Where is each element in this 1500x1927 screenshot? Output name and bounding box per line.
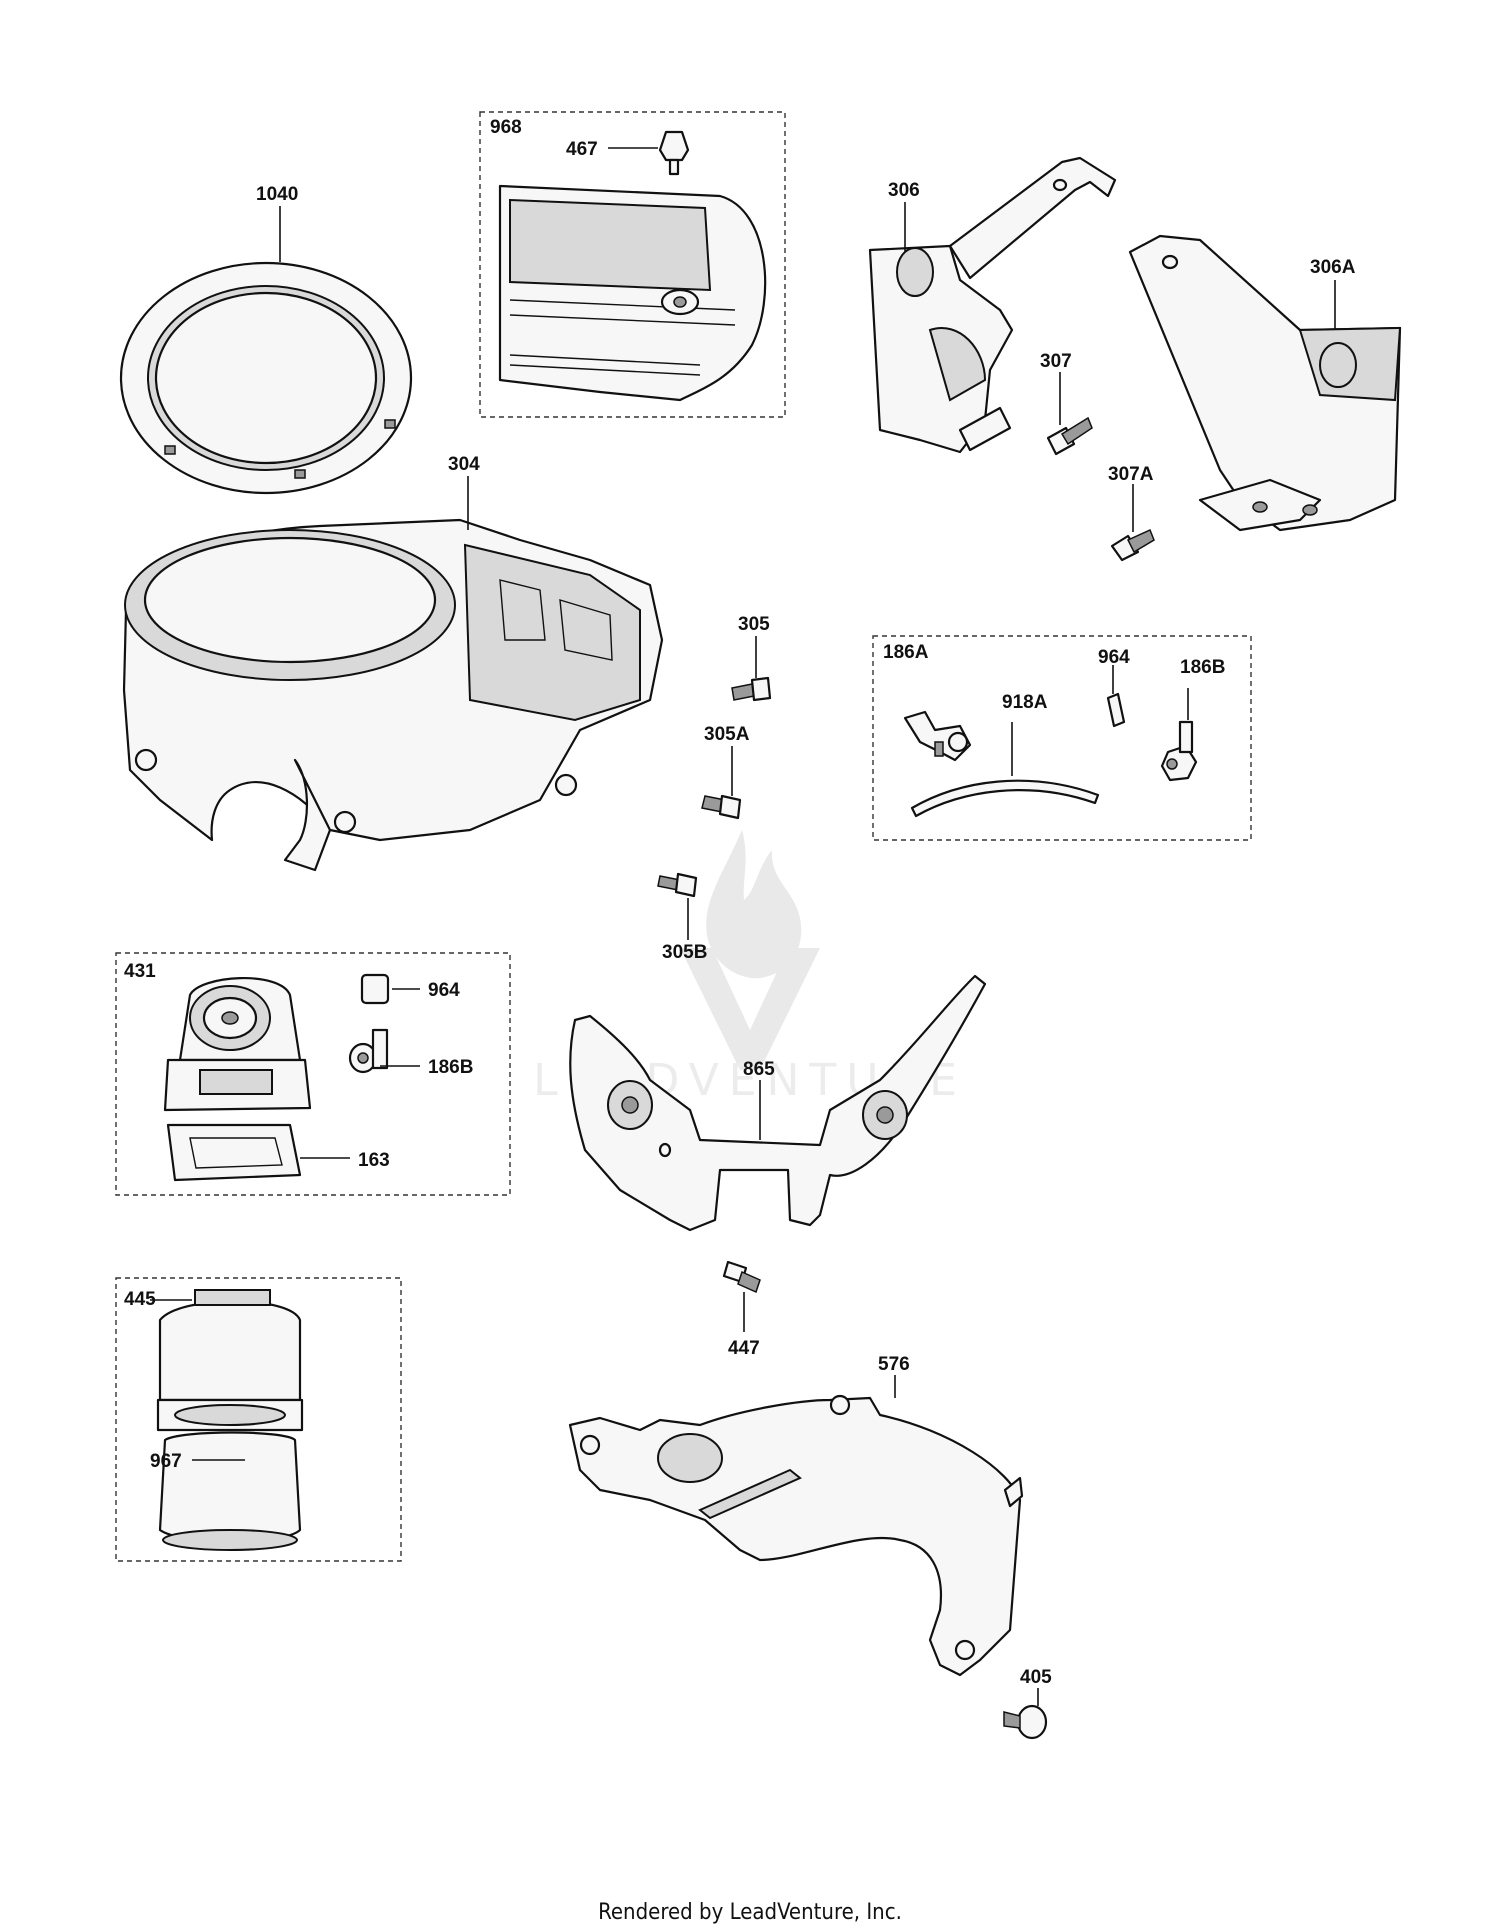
callout-964-top: 964 [1098, 647, 1130, 668]
part-306A-baffle [1128, 234, 1402, 532]
part-445-filter-cartridge [156, 1289, 304, 1432]
callout-307A: 307A [1108, 464, 1154, 485]
part-186A-fitting [903, 710, 972, 762]
callout-918A: 918A [1002, 692, 1048, 713]
part-304-blower-housing [122, 518, 664, 872]
part-447-screw [722, 1260, 761, 1294]
callout-306: 306 [888, 180, 920, 201]
footer: Rendered by LeadVenture, Inc. [0, 1900, 1500, 1925]
part-186B-top-fitting [1160, 720, 1198, 782]
callout-1040: 1040 [256, 184, 298, 205]
callout-576: 576 [878, 1354, 910, 1375]
part-576-plate [568, 1394, 1024, 1677]
part-186B-box-fitting [348, 1028, 389, 1074]
callout-307: 307 [1040, 351, 1072, 372]
group-box-186A [872, 635, 1252, 841]
callout-186B-box: 186B [428, 1057, 473, 1078]
callout-445: 445 [124, 1289, 156, 1310]
part-431-air-base [163, 977, 312, 1112]
part-306-baffle [868, 156, 1117, 454]
leader-lines [150, 147, 1336, 1706]
callout-431: 431 [124, 961, 156, 982]
callout-467: 467 [566, 139, 598, 160]
callout-186A: 186A [883, 642, 929, 663]
callout-304: 304 [448, 454, 480, 475]
part-305A-screw [701, 794, 742, 820]
part-163-gasket [166, 1123, 302, 1182]
part-968-cover [498, 184, 767, 402]
footer-credit: Rendered by LeadVenture, Inc. [598, 1900, 902, 1925]
group-box-431 [115, 952, 511, 1196]
part-307-screw [1046, 416, 1093, 456]
callout-968: 968 [490, 117, 522, 138]
part-307A-screw [1110, 528, 1155, 562]
callout-186B-top: 186B [1180, 657, 1225, 678]
callout-964-box: 964 [428, 980, 460, 1001]
part-467-rivet [658, 130, 690, 176]
callout-967: 967 [150, 1451, 182, 1472]
callout-labels: 1040 968 467 306 306A 307 307A 304 305 3… [124, 117, 1356, 1688]
callout-447: 447 [728, 1338, 760, 1359]
part-1040-ring [119, 261, 413, 495]
part-305B-screw [657, 872, 698, 898]
part-964-box-sleeve [360, 973, 390, 1005]
callout-305: 305 [738, 614, 770, 635]
callout-305B: 305B [662, 942, 707, 963]
part-305-screw [731, 676, 772, 702]
part-918A-hose [910, 779, 1100, 818]
callout-405: 405 [1020, 1667, 1052, 1688]
part-964-top-sleeve [1106, 692, 1126, 728]
callout-306A: 306A [1310, 257, 1356, 278]
part-865-bracket [569, 974, 987, 1232]
callout-865: 865 [743, 1059, 775, 1080]
part-405-screw [1003, 1704, 1048, 1740]
group-box-445 [115, 1277, 402, 1562]
callout-305A: 305A [704, 724, 750, 745]
callout-163: 163 [358, 1150, 390, 1171]
